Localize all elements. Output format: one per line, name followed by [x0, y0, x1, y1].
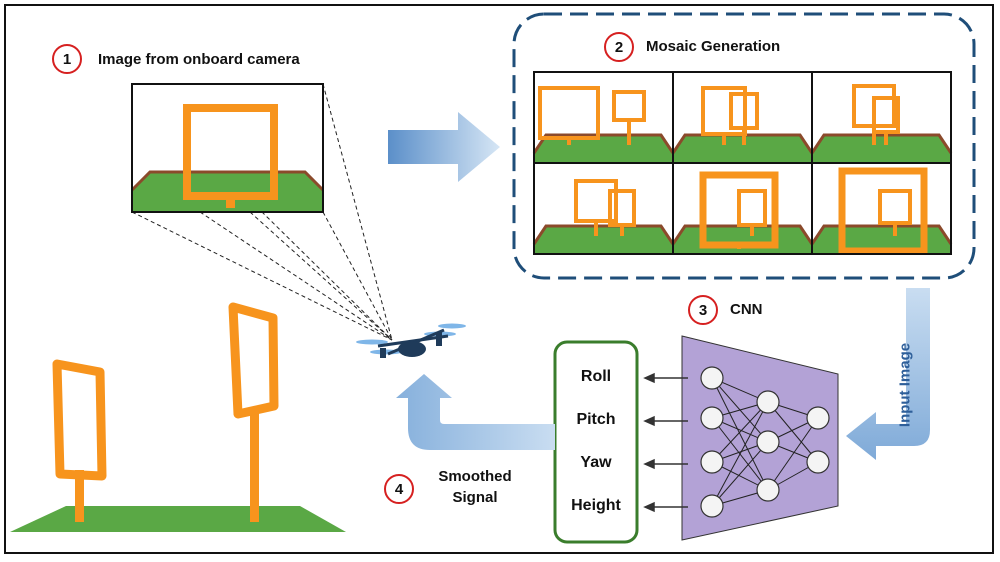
cnn-node	[806, 450, 830, 474]
cnn-edge	[767, 401, 819, 463]
cnn-node	[700, 406, 724, 430]
ground-plane	[10, 506, 346, 532]
step-2-label: Mosaic Generation	[646, 38, 781, 55]
control-yaw: Yaw	[580, 454, 612, 471]
mosaic-tile	[671, 71, 814, 164]
control-roll: Roll	[580, 368, 612, 385]
cnn-network	[681, 335, 839, 541]
mosaic-tile	[810, 162, 953, 255]
step-4-label: Smoothed Signal	[420, 466, 530, 508]
cnn-node	[756, 430, 780, 454]
cnn-node	[756, 478, 780, 502]
cnn-node	[700, 450, 724, 474]
arrow-smoothed-signal-body	[396, 374, 555, 450]
step-4-label-line1: Smoothed	[438, 468, 512, 485]
ground-scene	[10, 302, 346, 532]
mosaic-tile	[671, 162, 814, 255]
control-pitch: Pitch	[576, 411, 616, 428]
step-1-label: Image from onboard camera	[98, 51, 300, 68]
step-1-badge: 1	[52, 44, 82, 74]
step-4-badge: 4	[384, 474, 414, 504]
mosaic-grid	[532, 71, 953, 255]
step-3-badge: 3	[688, 295, 718, 325]
mosaic-tile	[532, 71, 675, 164]
cnn-node	[700, 494, 724, 518]
control-height: Height	[571, 497, 621, 514]
gate-right	[228, 302, 279, 522]
cnn-edge	[767, 417, 819, 491]
arrow-input-image	[846, 288, 930, 460]
diagram-frame	[4, 4, 994, 554]
drone-icon	[356, 323, 466, 358]
cnn-edge	[711, 401, 769, 463]
step-4-label-line2: Signal	[452, 489, 498, 506]
output-arrows	[643, 372, 688, 513]
cnn-edge	[711, 401, 769, 507]
cnn-node	[806, 406, 830, 430]
step-3-label: CNN	[730, 301, 763, 318]
mosaic-panel	[512, 12, 976, 280]
cnn-edge	[711, 377, 769, 491]
mosaic-tile	[532, 162, 675, 255]
onboard-camera-image	[130, 83, 325, 213]
arrow-to-mosaic	[388, 112, 500, 182]
step-2-badge: 2	[604, 32, 634, 62]
gate-left	[52, 359, 107, 522]
input-image-label: Input Image	[896, 342, 914, 428]
cnn-node	[700, 366, 724, 390]
cnn-edge	[711, 441, 769, 507]
mosaic-tile	[810, 71, 953, 164]
cnn-node	[756, 390, 780, 414]
